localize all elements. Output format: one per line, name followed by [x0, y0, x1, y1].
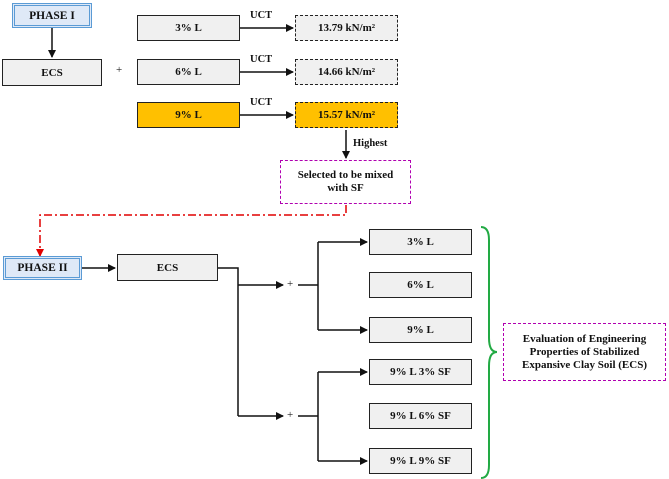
uct-label-3: UCT — [250, 10, 273, 21]
feedback-connector — [36, 205, 347, 257]
phase1-plus-sign: + — [116, 64, 123, 76]
phase1-mix-6: 6% L — [137, 59, 240, 85]
phase2-sf-mix-9: 9% L 9% SF — [369, 448, 472, 474]
phase1-result-3: 13.79 kN/m² — [295, 15, 398, 41]
ecs-branch-line — [218, 267, 239, 416]
phase2-mix-9: 9% L — [369, 317, 472, 343]
grouping-brace — [480, 226, 498, 479]
phase1-mix-3: 3% L — [137, 15, 240, 41]
phase2-ecs-box: ECS — [117, 254, 218, 281]
phase1-result-6: 14.66 kN/m² — [295, 59, 398, 85]
phase1-result-9: 15.57 kN/m² — [295, 102, 398, 128]
uct-label-9: UCT — [250, 97, 273, 108]
phase1-mix-9: 9% L — [137, 102, 240, 128]
phase2-sf-mix-6: 9% L 6% SF — [369, 403, 472, 429]
phase2-plus-sign-1: + — [287, 278, 294, 290]
phase2-mix-3: 3% L — [369, 229, 472, 255]
uct-label-6: UCT — [250, 54, 273, 65]
selected-to-mix-box: Selected to be mixed with SF — [280, 160, 411, 204]
highest-label: Highest — [353, 138, 388, 149]
phase1-label: PHASE I — [12, 3, 92, 28]
phase2-plus-sign-2: + — [287, 409, 294, 421]
phase2-mix-6: 6% L — [369, 272, 472, 298]
evaluation-box: Evaluation of Engineering Properties of … — [503, 323, 666, 381]
phase2-label: PHASE II — [3, 256, 82, 280]
phase1-ecs-box: ECS — [2, 59, 102, 86]
phase2-sf-mix-3: 9% L 3% SF — [369, 359, 472, 385]
